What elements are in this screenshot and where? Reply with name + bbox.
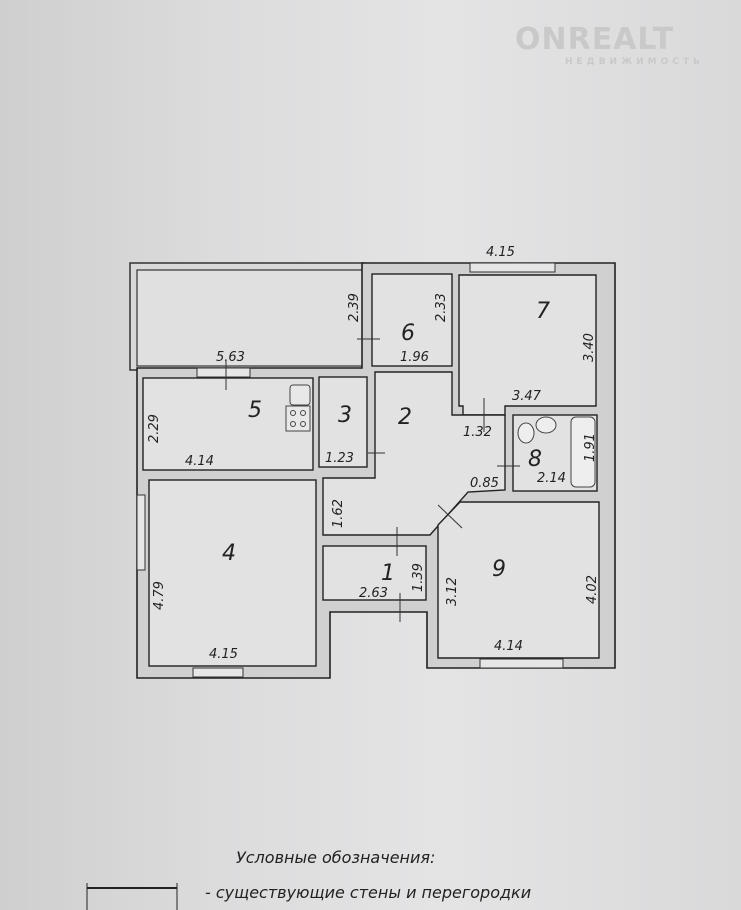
dim-corridor: 1.62 xyxy=(331,499,346,528)
dim-balcony: 2.39 xyxy=(347,293,362,322)
dim-r7-height: 3.40 xyxy=(582,333,597,362)
watermark: ONREALT НЕДВИЖИМОСТЬ xyxy=(515,22,704,67)
dim-r5-width: 4.14 xyxy=(185,454,214,469)
watermark-brand: ONREALT xyxy=(515,22,675,57)
dim-r5-height: 2.29 xyxy=(147,414,162,443)
room-number-7: 7 xyxy=(536,299,550,324)
room-1 xyxy=(322,545,427,601)
legend-wall-symbol xyxy=(86,883,178,910)
dim-r1-width: 2.63 xyxy=(359,586,388,601)
door-marks xyxy=(225,338,520,622)
dim-r2-132: 1.32 xyxy=(463,425,492,440)
dim-r8-width: 2.14 xyxy=(537,471,566,486)
room-number-9: 9 xyxy=(492,557,506,582)
windows xyxy=(136,262,564,678)
room-2-hall xyxy=(322,371,506,536)
dim-r9-width: 4.14 xyxy=(494,639,523,654)
watermark-sub: НЕДВИЖИМОСТЬ xyxy=(565,57,704,67)
room-5 xyxy=(142,377,314,471)
toilet-icon xyxy=(517,422,535,444)
room-number-5: 5 xyxy=(248,398,262,423)
room-number-3: 3 xyxy=(338,403,352,428)
dim-r9-left: 3.12 xyxy=(445,577,460,606)
dim-r4-width: 4.15 xyxy=(209,647,238,662)
dim-top: 4.15 xyxy=(486,245,515,260)
room-number-2: 2 xyxy=(398,405,412,430)
room-6 xyxy=(371,273,453,367)
room-3 xyxy=(318,376,368,468)
dim-r6-height: 2.33 xyxy=(434,293,449,322)
washbasin-icon xyxy=(535,416,557,434)
stove-icon xyxy=(285,405,311,432)
legend-walls-text: - существующие стены и перегородки xyxy=(205,883,532,902)
dim-r3: 1.23 xyxy=(325,451,354,466)
sink-icon xyxy=(289,384,311,406)
dim-r4-height: 4.79 xyxy=(152,581,167,610)
dim-r8-height: 1.91 xyxy=(583,433,598,462)
balcony xyxy=(136,269,364,367)
room-number-6: 6 xyxy=(401,321,415,346)
dim-r2-085: 0.85 xyxy=(470,476,499,491)
legend-title: Условные обозначения: xyxy=(236,848,436,867)
room-number-8: 8 xyxy=(528,447,542,472)
room-4 xyxy=(148,479,317,667)
room-number-1: 1 xyxy=(381,561,395,586)
bathtub-icon xyxy=(570,416,596,488)
room-number-4: 4 xyxy=(222,541,236,566)
dim-r7-width: 3.47 xyxy=(512,389,542,404)
dim-r6-width: 1.96 xyxy=(400,350,429,365)
dim-r5-outer: 5.63 xyxy=(216,350,245,365)
bathroom-fixtures xyxy=(517,416,596,488)
dim-r9-right: 4.02 xyxy=(585,575,600,604)
dim-r1-height: 1.39 xyxy=(411,563,426,592)
room-9 xyxy=(437,501,600,659)
kitchen-fixtures xyxy=(285,384,311,432)
